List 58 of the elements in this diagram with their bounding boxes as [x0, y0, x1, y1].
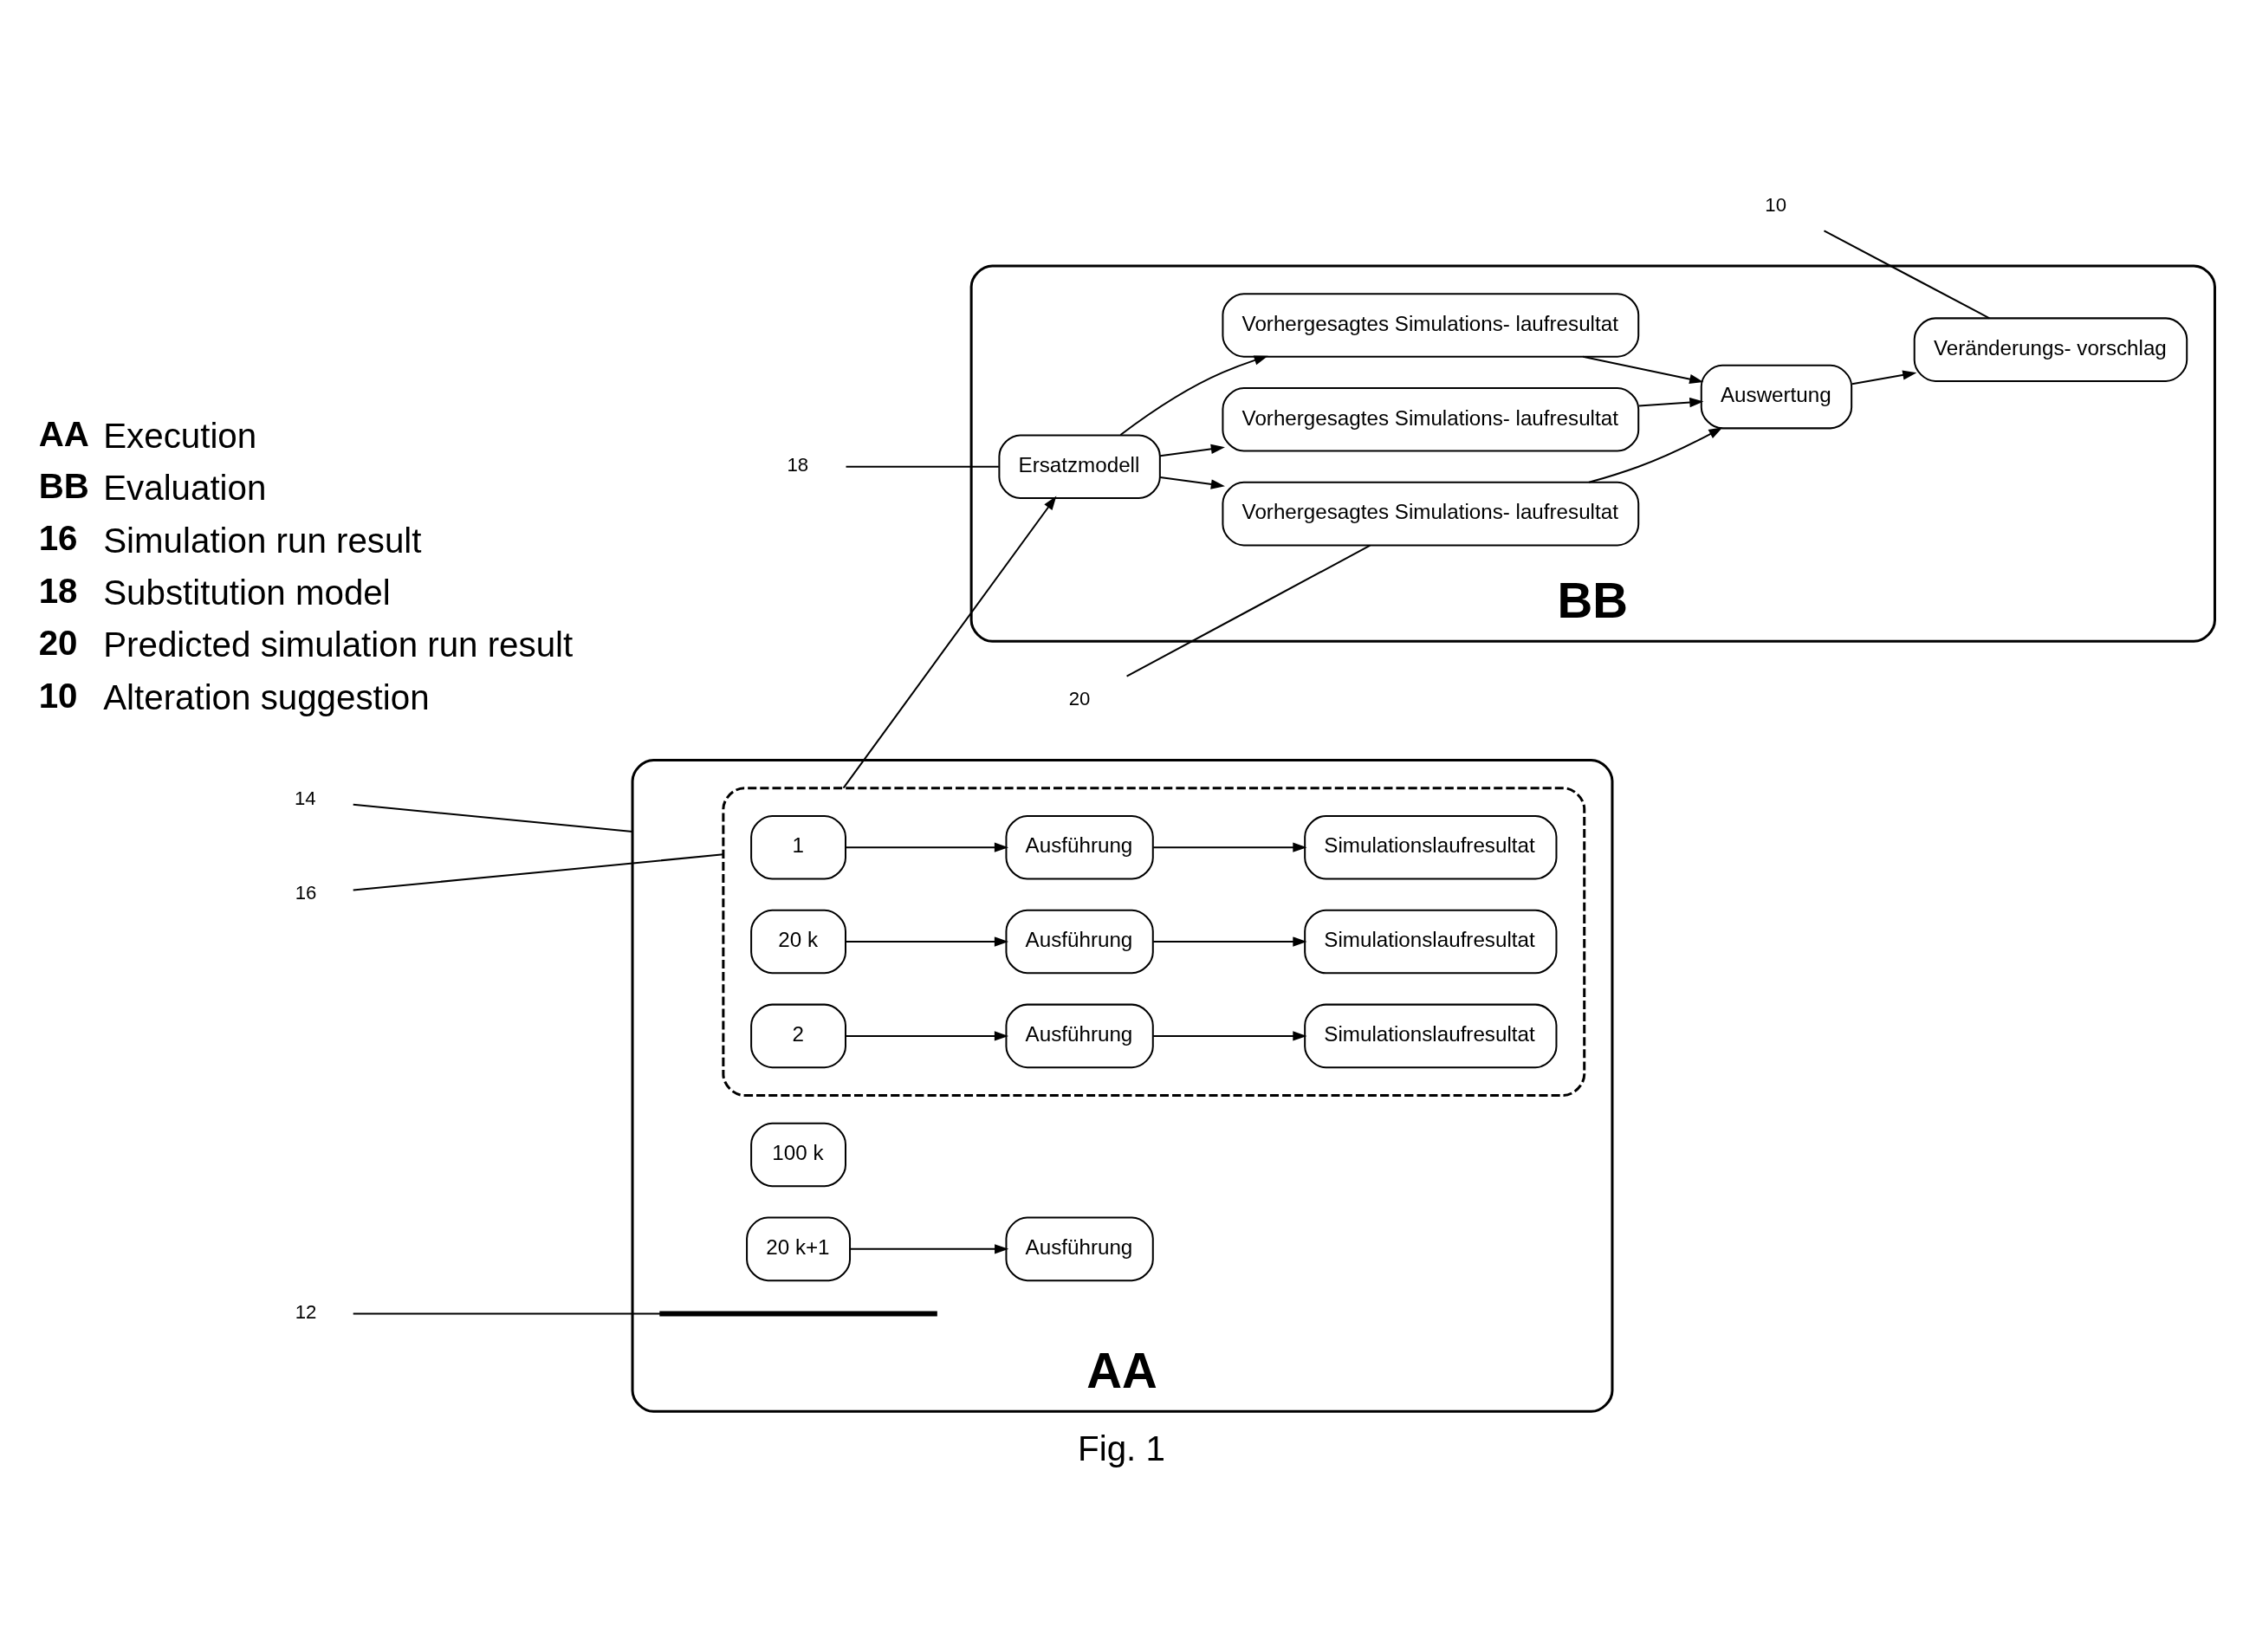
arrow [842, 496, 1057, 788]
node-box: Vorhergesagtes Simulations- laufresultat [1222, 481, 1640, 546]
arrow [1153, 1030, 1307, 1041]
connector [353, 1312, 661, 1314]
label: 16 [38, 518, 78, 558]
arrow [850, 1243, 1009, 1254]
node-box: Ausführung [1005, 814, 1154, 879]
node-box: Veränderungs- vorschlag [1913, 316, 2188, 382]
node-box: Simulationslaufresultat [1304, 1003, 1558, 1068]
node-box: Simulationslaufresultat [1304, 909, 1558, 974]
node-box: 100 k [750, 1122, 846, 1187]
label: Predicted simulation run result [103, 625, 574, 664]
node-box: Vorhergesagtes Simulations- laufresultat [1222, 386, 1640, 452]
arrow [1153, 936, 1307, 947]
node-box: 1 [750, 814, 846, 879]
arrow [846, 842, 1009, 852]
node-text: 16 [295, 881, 317, 904]
node-text: 20 [1068, 688, 1091, 709]
cluster [722, 786, 1586, 1097]
connector [846, 465, 999, 468]
label: BB [38, 466, 89, 506]
arrow [846, 1030, 1009, 1041]
node-box: Ausführung [1005, 1003, 1154, 1068]
node-box: Vorhergesagtes Simulations- laufresultat [1222, 292, 1640, 358]
node-box: 2 [750, 1003, 846, 1068]
node-bar [659, 1310, 937, 1316]
connector [1824, 230, 1990, 319]
label: Alteration suggestion [103, 677, 430, 717]
arrow [1638, 397, 1704, 407]
connector [1126, 544, 1371, 677]
node-text: 14 [294, 787, 316, 809]
arrow [1153, 842, 1307, 852]
arrow [1119, 354, 1268, 436]
node-box: Auswertung [1700, 364, 1853, 429]
connector [353, 852, 723, 891]
connector [353, 803, 633, 832]
node-box: 20 k [750, 909, 846, 974]
label: AA [38, 414, 89, 454]
label: 18 [38, 571, 78, 611]
node-text: 18 [787, 453, 809, 476]
node-text: 10 [1765, 193, 1787, 216]
label: Evaluation [103, 468, 267, 508]
label: 10 [38, 676, 78, 716]
label: Execution [103, 416, 257, 456]
node-text: 12 [295, 1300, 317, 1323]
node-box: Ausführung [1005, 909, 1154, 974]
node-box: Ausführung [1005, 1216, 1154, 1281]
node-box: Simulationslaufresultat [1304, 814, 1558, 879]
label: Simulation run result [103, 521, 422, 560]
label: 20 [38, 623, 78, 663]
arrow [846, 936, 1009, 947]
node-box: Ersatzmodell [998, 433, 1161, 499]
arrow [1160, 476, 1225, 489]
label: Substitution model [103, 573, 391, 612]
arrow [1851, 369, 1917, 385]
caption: Fig. 1 [1078, 1428, 1165, 1468]
arrow [1160, 444, 1225, 457]
node-box: 20 k+1 [746, 1216, 852, 1281]
